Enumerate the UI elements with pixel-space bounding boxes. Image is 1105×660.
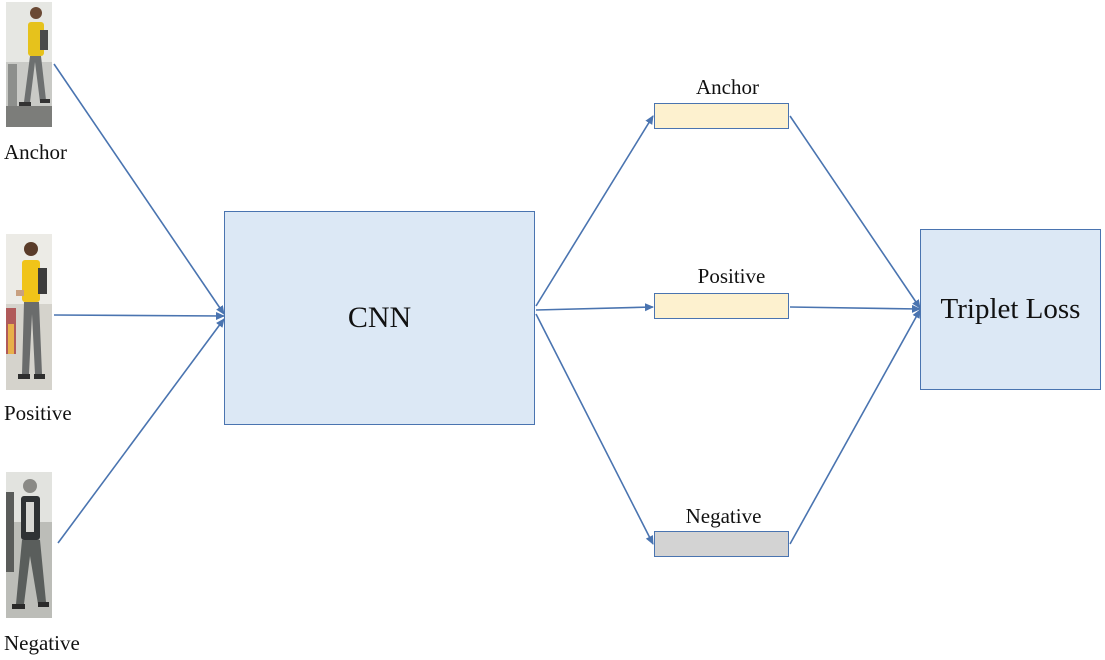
anchor-person-image (6, 2, 52, 127)
cnn-label: CNN (347, 301, 412, 334)
triplet-loss-block: Triplet Loss (920, 229, 1101, 390)
positive-person-image (6, 234, 52, 390)
positive-embedding-bar (654, 293, 789, 319)
input-label-negative: Negative (4, 631, 80, 655)
arrow-negative-embedding-to-loss (789, 309, 921, 545)
negative-person-image (6, 472, 52, 618)
arrow-cnn-to-negative-embedding (535, 313, 654, 545)
input-label-anchor: Anchor (4, 140, 67, 164)
arrow-cnn-to-positive-embedding (535, 303, 654, 312)
embedding-label-anchor: Anchor (696, 75, 759, 99)
negative-embedding-bar (654, 531, 789, 557)
arrow-negative-to-cnn (57, 318, 225, 544)
arrow-cnn-to-anchor-embedding (535, 115, 654, 307)
embedding-label-positive: Positive (697, 264, 766, 288)
input-label-positive: Positive (4, 401, 72, 425)
arrow-anchor-to-cnn (53, 63, 225, 315)
triplet-loss-label: Triplet Loss (940, 293, 1081, 325)
arrow-positive-to-cnn (53, 311, 225, 320)
arrow-positive-embedding-to-loss (789, 304, 921, 313)
anchor-embedding-bar (654, 103, 789, 129)
arrow-anchor-embedding-to-loss (789, 115, 921, 309)
embedding-label-negative: Negative (685, 504, 762, 528)
cnn-block: CNN (224, 211, 535, 425)
